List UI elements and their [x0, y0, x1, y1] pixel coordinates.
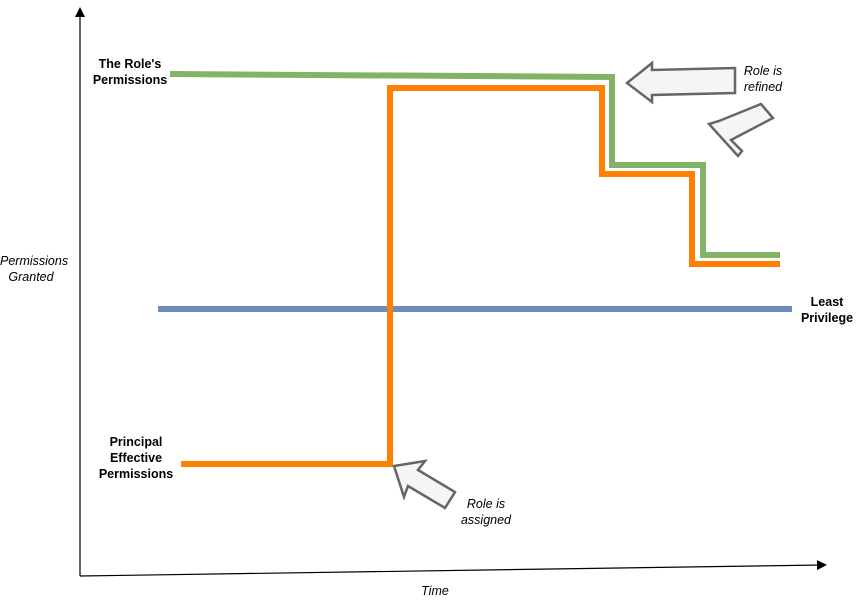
effective-permissions-label-line3: Permissions [98, 467, 174, 481]
x-axis [79, 560, 827, 577]
role-permissions-label-line1: The Role's [98, 57, 162, 71]
least-privilege-label: Least Privilege [794, 294, 860, 326]
role-assigned-callout-line1: Role is [466, 497, 506, 511]
role-refined-arrow-icon [624, 60, 737, 105]
effective-permissions-label-line1: Principal [109, 435, 163, 449]
effective-permissions-label: Principal Effective Permissions [90, 434, 182, 482]
least-privilege-label-line2: Privilege [800, 311, 854, 325]
effective-permissions-label-line2: Effective [109, 451, 163, 465]
role-permissions-label: The Role's Permissions [84, 56, 176, 88]
y-axis-label-line1: Permissions [0, 254, 69, 268]
x-axis-label-text: Time [421, 584, 449, 598]
y-axis-label-line2: Granted [8, 270, 54, 284]
role-assigned-callout-line2: assigned [460, 513, 512, 527]
role-refined-diagonal-arrow-icon [706, 102, 775, 158]
role-assigned-arrow-icon [392, 459, 457, 510]
least-privilege-label-line1: Least [810, 295, 844, 309]
x-axis-label: Time [405, 583, 465, 599]
role-refined-callout-line1: Role is [743, 64, 783, 78]
role-permissions-label-line2: Permissions [92, 73, 168, 87]
y-axis-label: Permissions Granted [0, 253, 69, 285]
role-refined-callout-line2: refined [743, 80, 783, 94]
role-assigned-callout: Role is assigned [448, 496, 524, 528]
effective-permissions-line [181, 85, 780, 467]
role-refined-callout: Role is refined [730, 63, 796, 95]
role-permissions-line [169, 71, 780, 258]
